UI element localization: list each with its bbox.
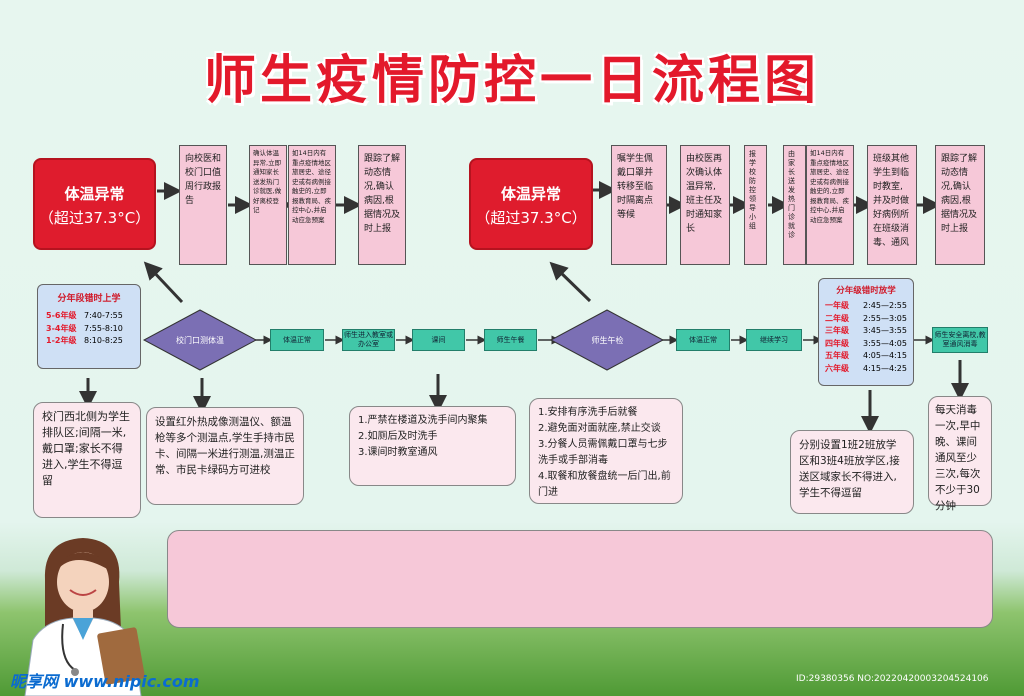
temperature-alert-right: 体温异常 （超过37.3°C） [469,158,593,250]
watermark-id: ID:29380356 NO:20220420003204524106 [796,674,989,684]
gate-diamond-shape [142,309,258,371]
page-title: 师生疫情防控一日流程图 [203,51,820,111]
flow-lunch: 师生午餐 [484,329,537,351]
flow-break: 课间 [412,329,465,351]
step-escalate-right: 如14日内有重点疫情地区旅居史、途径史或有病例接触史的,立即报教育局、疾控中心,… [806,145,854,265]
list-item: 3.课间时教室通风 [358,447,438,458]
step-track-left: 跟踪了解动态情况,确认病因,根据情况及时上报 [358,145,406,265]
gate-diamond-label: 校门口测体温 [176,336,224,345]
note-lunch-rules: 1.安排有序洗手后就餐 2.避免面对面就座,禁止交谈 3.分餐人员需佩戴口罩与七… [529,398,683,504]
alert-title: 体温异常 [64,185,125,203]
list-item: 2.如厕后及时洗手 [358,431,438,442]
flow-safe-leave: 师生安全离校,教室通风消毒 [932,327,988,353]
flow-continue-study: 继续学习 [746,329,802,351]
step-recheck-right: 由校医再次确认体温异常,班主任及时通知家长 [680,145,730,265]
note-queue-area: 校门西北侧为学生排队区;间隔一米,戴口罩;家长不得进入,学生不得逗留 [33,402,141,518]
step-report-left: 向校医和校门口值周行政报告 [179,145,227,265]
alert-title: 体温异常 [500,185,561,203]
flow-normal-right: 体温正常 [676,329,730,351]
alert-threshold: （超过37.3°C） [475,209,587,227]
note-disinfection: 每天消毒一次,早中晚、课间通风至少三次,每次不少于30分钟 [928,396,992,512]
step-isolate-right: 嘱学生佩戴口罩并转移至临时隔离点等候 [611,145,667,265]
arrival-title: 分年段错时上学 [57,294,121,304]
step-escalate-left: 如14日内有重点疫情地区旅居史、途径史或有病例接触史的,立即报教育局、疾控中心,… [288,145,336,265]
note-gate-check: 设置红外热成像测温仪、额温枪等多个测温点,学生手持市民卡、间隔一米进行测温,测温… [146,407,304,505]
step-parent-clinic: 由家长送发热门诊就诊 [783,145,806,265]
watermark-logo: 昵享网 www.nipic.com [10,672,200,691]
step-report-leaders: 报学校防控领导小组 [744,145,767,265]
temperature-alert-left: 体温异常 （超过37.3°C） [33,158,156,250]
list-item: 2.避免面对面就座,禁止交谈 [538,423,661,434]
blank-panel [167,530,993,628]
noon-diamond-label: 师生午检 [591,336,624,345]
note-dismissal-zones: 分别设置1班2班放学区和3班4班放学区,接送区域家长不得进入,学生不得逗留 [790,430,914,514]
step-confirm-left: 确认体温异常,立即通知家长送发热门诊就医,做好离校登记 [249,145,287,265]
flow-enter-class: 师生进入教室或办公室 [342,329,395,351]
dismissal-title: 分年级错时放学 [836,286,896,296]
doctor-illustration [24,538,145,696]
step-disinfect-class: 班级其他学生到临时教室,并及时做好病例所在班级消毒、通风 [867,145,917,265]
list-item: 4.取餐和放餐盘统一后门出,前门进 [538,471,671,498]
note-break-rules: 1.严禁在楼道及洗手间内聚集 2.如厕后及时洗手 3.课间时教室通风 [349,406,516,486]
step-track-right: 跟踪了解动态情况,确认病因,根据情况及时上报 [935,145,985,265]
alert-threshold: （超过37.3°C） [38,209,151,227]
list-item: 3.分餐人员需佩戴口罩与七步洗手或手部消毒 [538,439,668,466]
flow-normal-left: 体温正常 [270,329,324,351]
list-item: 1.严禁在楼道及洗手间内聚集 [358,415,488,426]
list-item: 1.安排有序洗手后就餐 [538,407,638,418]
noon-diamond-shape [549,309,665,371]
